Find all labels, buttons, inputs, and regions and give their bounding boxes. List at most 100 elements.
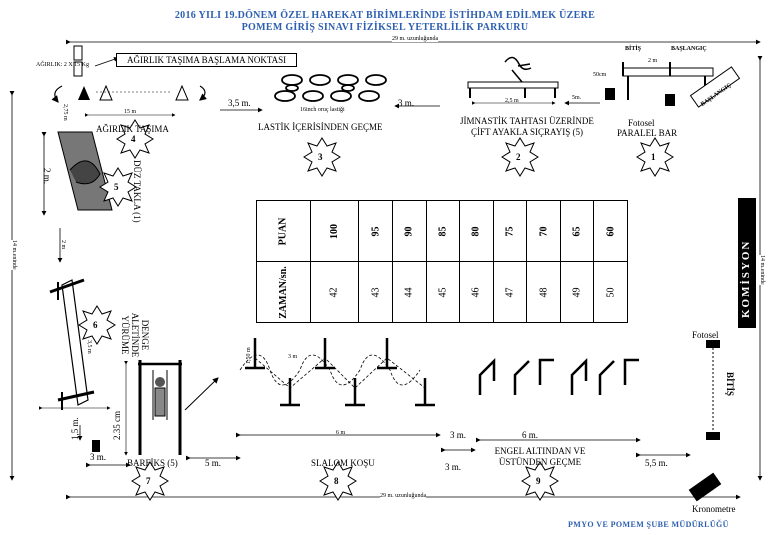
station-number-9: 9 <box>536 476 541 486</box>
dist-15m: 15 m <box>124 109 137 115</box>
station-number-5: 5 <box>114 182 119 192</box>
points-cell: 70 <box>526 200 561 262</box>
time-value: 49 <box>571 287 583 297</box>
time-value: 46 <box>470 287 482 297</box>
baslangic-top-label: BAŞLANGIÇ <box>671 46 707 52</box>
bitis-top-label: BİTİŞ <box>625 46 642 52</box>
points-value: 90 <box>403 226 415 236</box>
dist-3m-slalom: 3 m <box>288 354 298 360</box>
points-value: 100 <box>328 223 340 239</box>
top-length-label: 29 m. uzunluğunda <box>392 36 439 42</box>
time-cell: 50 <box>593 261 628 323</box>
time-cell: 43 <box>358 261 393 323</box>
time-cell: 47 <box>492 261 528 323</box>
station-number-2: 2 <box>516 152 521 162</box>
points-header-cell: PUAN <box>256 200 311 262</box>
station-number-4: 4 <box>131 134 136 144</box>
points-cell: 65 <box>559 200 595 262</box>
score-row-points: PUAN 100 95 90 85 80 75 70 65 60 <box>256 200 628 262</box>
time-cell: 46 <box>459 261 494 323</box>
station-label-5: DÜZ TAKLA (1) <box>132 160 142 223</box>
points-value: 65 <box>571 226 583 236</box>
time-value: 42 <box>328 287 340 297</box>
fotosel-right-label: Fotosel <box>692 330 719 340</box>
dist-6m-slalom: 6 m <box>336 430 346 436</box>
dist-2-takla: 2 m. <box>42 168 52 185</box>
lastik-note: 16inch oruç lastiği <box>300 107 345 113</box>
time-cell: 42 <box>309 261 360 323</box>
points-cell: 60 <box>593 200 628 262</box>
kronometre-label: Kronometre <box>692 504 736 514</box>
points-value: 80 <box>470 226 482 236</box>
dist-2-bar: 2 m <box>648 58 658 64</box>
right-width-label: 14 m.eninde <box>759 255 765 285</box>
time-cell: 45 <box>425 261 461 323</box>
dist-2-5-jump: 2,5 m <box>505 98 519 104</box>
dist-2-75: 2,75 m <box>62 104 68 121</box>
station-number-7: 7 <box>146 476 151 486</box>
station-number-3: 3 <box>318 152 323 162</box>
station-label-3: LASTİK İÇERİSİNDEN GEÇME <box>258 122 383 132</box>
station-label-6: DENGE ALETİNDE YÜRÜME <box>120 312 150 358</box>
station-label-2: JİMNASTİK TAHTASI ÜZERİNDE ÇİFT AYAKLA S… <box>460 116 594 137</box>
score-table: PUAN 100 95 90 85 80 75 70 65 60 ZAMAN/s… <box>256 200 628 323</box>
time-value: 45 <box>437 287 449 297</box>
points-value: 70 <box>538 226 550 236</box>
points-header: PUAN <box>277 217 289 245</box>
points-cell: 100 <box>309 200 360 262</box>
commission-label: KOMİSYON <box>740 239 752 318</box>
dist-2-35: 2.35 cm <box>112 411 122 440</box>
dist-3-top: 3 m. <box>398 98 415 108</box>
station-label-8: SLALOM KOŞU <box>311 458 375 468</box>
points-cell: 85 <box>425 200 461 262</box>
dist-2m-left: 2 m <box>60 240 66 250</box>
dist-3-engel-a: 3 m. <box>450 430 467 440</box>
station-label-1: PARALEL BAR <box>617 128 678 138</box>
dist-3-5-denge: 3,5 m <box>86 340 92 354</box>
bitis-right-label: BİTİŞ <box>725 372 735 397</box>
points-cell: 95 <box>358 200 393 262</box>
time-value: 47 <box>504 287 516 297</box>
weight-start-point-box: AĞIRLIK TAŞIMA BAŞLAMA NOKTASI <box>116 53 298 67</box>
station-label-4: AĞIRLIK TAŞIMA <box>96 124 169 134</box>
points-value: 60 <box>605 226 617 236</box>
points-value: 75 <box>504 226 516 236</box>
dist-3-left-bottom: 3 m. <box>90 452 107 462</box>
commission-box: KOMİSYON <box>738 198 756 328</box>
bottom-length-label: 29 m. uzunluğunda <box>380 493 427 499</box>
dist-1-50: 1,50 m <box>246 347 252 364</box>
dist-1-5: 1,5 m. <box>70 417 80 440</box>
fotosel-top-label: Fotosel <box>628 118 655 128</box>
station-number-8: 8 <box>334 476 339 486</box>
score-row-times: ZAMAN/sn. 42 43 44 45 46 47 48 49 50 <box>256 261 628 323</box>
dist-5-top: 5m. <box>572 95 582 101</box>
points-cell: 75 <box>492 200 528 262</box>
time-header-cell: ZAMAN/sn. <box>256 261 311 323</box>
station-label-9: ENGEL ALTINDAN VE ÜSTÜNDEN GEÇME <box>494 446 586 467</box>
footer-label: PMYO VE POMEM ŞUBE MÜDÜRLÜĞÜ <box>568 520 729 529</box>
dist-5-bottom: 5 m. <box>205 458 222 468</box>
points-value: 95 <box>370 226 382 236</box>
time-cell: 44 <box>391 261 427 323</box>
dist-3-engel-b: 3 m. <box>445 462 462 472</box>
time-value: 50 <box>605 287 617 297</box>
station-number-6: 6 <box>93 320 98 330</box>
title-line-2: POMEM GİRİŞ SINAVI FİZİKSEL YETERLİLİK P… <box>241 22 529 33</box>
time-cell: 49 <box>559 261 595 323</box>
time-value: 43 <box>370 287 382 297</box>
dist-3-5-left: 3,5 m. <box>228 98 251 108</box>
left-width-label: 14 m.eninde <box>11 240 17 270</box>
points-cell: 80 <box>459 200 494 262</box>
time-cell: 48 <box>526 261 561 323</box>
points-value: 85 <box>437 226 449 236</box>
dist-5-5: 5,5 m. <box>645 458 668 468</box>
points-cell: 90 <box>391 200 427 262</box>
station-label-7: BARFİKS (5) <box>127 458 178 468</box>
time-value: 44 <box>403 287 415 297</box>
dist-50cm: 50cm <box>593 72 607 78</box>
title-line-1: 2016 YILI 19.DÖNEM ÖZEL HAREKAT BİRİMLER… <box>174 10 596 21</box>
station-number-1: 1 <box>651 152 656 162</box>
time-header: ZAMAN/sn. <box>277 265 289 319</box>
